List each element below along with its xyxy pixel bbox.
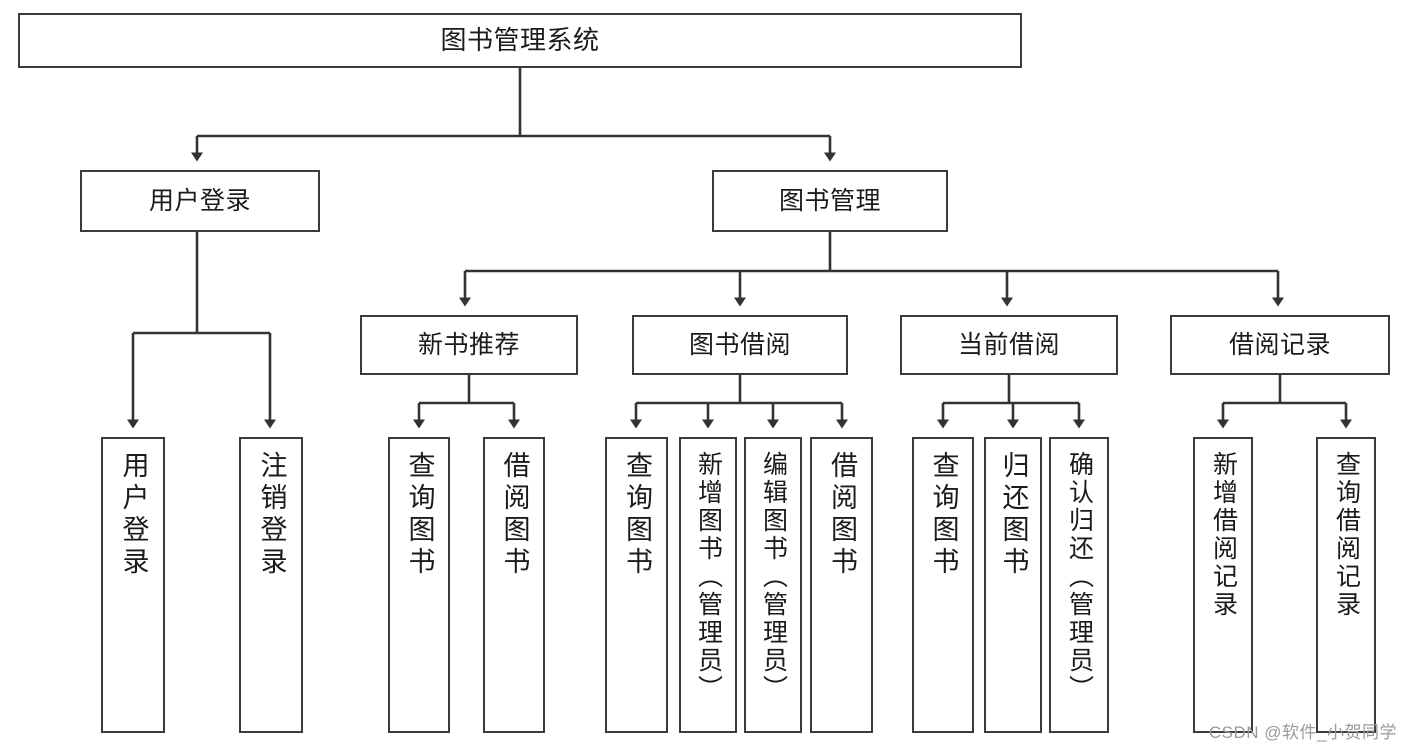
watermark: CSDN @软件_小贺同学: [1208, 723, 1397, 742]
node-label: 查询借阅记录: [1332, 451, 1361, 619]
node-label: 查询图书: [622, 451, 652, 579]
node-current-borrow[interactable]: 当前借阅: [900, 315, 1118, 375]
leaf-query-borrow-record[interactable]: 查询借阅记录: [1316, 437, 1376, 733]
node-label: 用户登录: [118, 451, 149, 579]
leaf-query-book-recommend[interactable]: 查询图书: [388, 437, 450, 733]
node-label: 注销登录: [256, 451, 287, 579]
node-borrow-record[interactable]: 借阅记录: [1170, 315, 1390, 375]
leaf-query-book-borrow[interactable]: 查询图书: [605, 437, 668, 733]
leaf-borrow-book[interactable]: 借阅图书: [810, 437, 873, 733]
node-user-login[interactable]: 用户登录: [80, 170, 320, 232]
node-book-borrow[interactable]: 图书借阅: [632, 315, 848, 375]
node-label: 图书管理: [778, 186, 881, 215]
node-label: 归还图书: [998, 451, 1029, 579]
leaf-add-book-admin[interactable]: 新增图书（管理员）: [679, 437, 737, 733]
node-label: 借阅记录: [1228, 330, 1331, 359]
node-label: 查询图书: [928, 451, 959, 579]
node-label: 编辑图书（管理员）: [759, 451, 788, 703]
leaf-logout[interactable]: 注销登录: [239, 437, 303, 733]
node-label: 当前借阅: [957, 330, 1060, 359]
node-label: 借阅图书: [827, 451, 857, 579]
node-book-management[interactable]: 图书管理: [712, 170, 948, 232]
node-label: 新增图书（管理员）: [694, 451, 723, 703]
node-label: 借阅图书: [499, 451, 530, 579]
node-label: 查询图书: [404, 451, 435, 579]
node-label: 图书管理系统: [440, 25, 600, 56]
node-root-book-management-system[interactable]: 图书管理系统: [18, 13, 1022, 68]
node-label: 新增借阅记录: [1209, 451, 1238, 619]
node-label: 新书推荐: [417, 330, 520, 359]
leaf-return-book[interactable]: 归还图书: [984, 437, 1042, 733]
leaf-edit-book-admin[interactable]: 编辑图书（管理员）: [744, 437, 802, 733]
node-new-book-recommend[interactable]: 新书推荐: [360, 315, 578, 375]
leaf-confirm-return-admin[interactable]: 确认归还（管理员）: [1049, 437, 1109, 733]
leaf-user-login[interactable]: 用户登录: [101, 437, 165, 733]
node-label: 用户登录: [148, 186, 251, 215]
leaf-add-borrow-record[interactable]: 新增借阅记录: [1193, 437, 1253, 733]
leaf-borrow-book-recommend[interactable]: 借阅图书: [483, 437, 545, 733]
leaf-query-book-current[interactable]: 查询图书: [912, 437, 974, 733]
node-label: 图书借阅: [688, 330, 791, 359]
node-label: 确认归还（管理员）: [1065, 451, 1094, 703]
